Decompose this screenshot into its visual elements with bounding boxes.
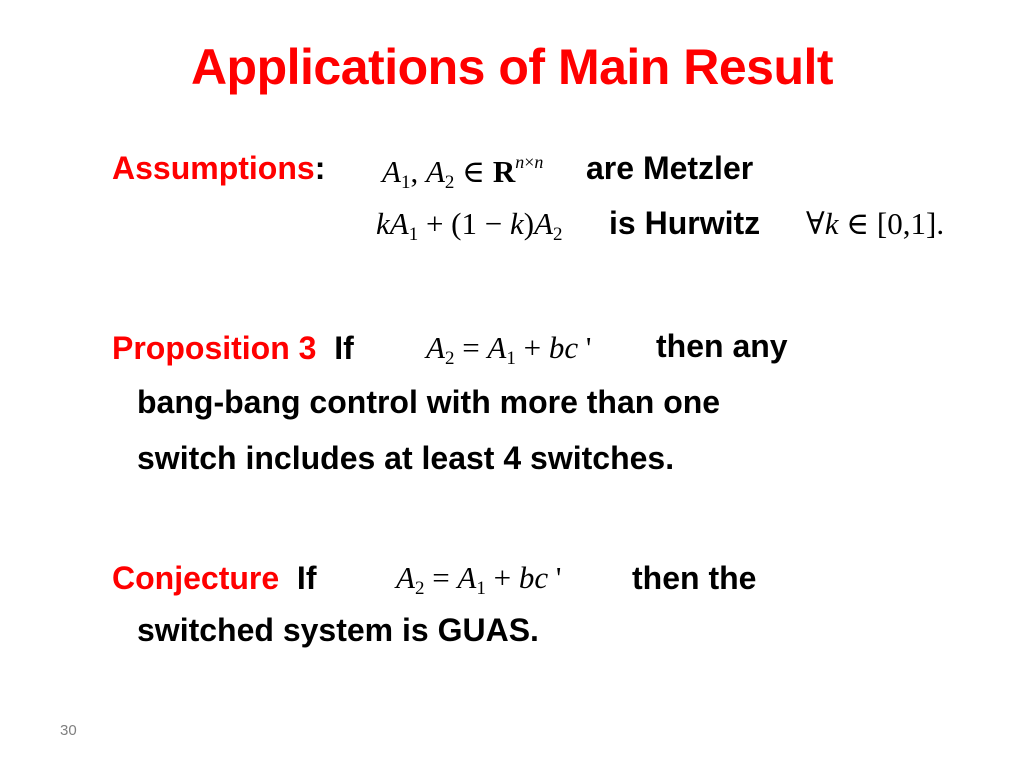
proposition-label: Proposition 3	[112, 330, 317, 366]
assumptions-formula-convex: kA1 + (1 − k)A2	[376, 206, 563, 245]
conjecture-line-2: switched system is GUAS.	[137, 612, 539, 648]
proposition-line-2: bang-bang control with more than one	[137, 384, 721, 420]
assumptions-formula-matrices: A1, A2 ∈ Rn×n	[382, 152, 544, 193]
proposition-then-text: then any	[656, 328, 788, 364]
slide-title: Applications of Main Result	[190, 39, 834, 95]
assumptions-label: Assumptions	[112, 150, 315, 186]
assumptions-formula-forall: ∀k ∈ [0,1].	[806, 206, 945, 241]
assumptions-colon: :	[314, 150, 326, 186]
conjecture-formula: A2 = A1 + bc '	[396, 560, 562, 599]
conjecture-line-1: Conjecture If	[112, 560, 316, 597]
assumptions-metzler-text: are Metzler	[586, 150, 754, 186]
proposition-line-1: Proposition 3 If	[112, 330, 354, 367]
conjecture-then-text: then the	[632, 560, 757, 596]
page-number: 30	[60, 722, 77, 739]
assumptions-hurwitz-text: is Hurwitz	[609, 205, 761, 241]
conjecture-if: If	[296, 560, 317, 596]
proposition-line-3: switch includes at least 4 switches.	[137, 440, 675, 476]
proposition-formula: A2 = A1 + bc '	[426, 330, 592, 369]
assumptions-line-1: Assumptions:	[112, 150, 325, 187]
conjecture-label: Conjecture	[112, 560, 280, 596]
proposition-if: If	[334, 330, 354, 366]
